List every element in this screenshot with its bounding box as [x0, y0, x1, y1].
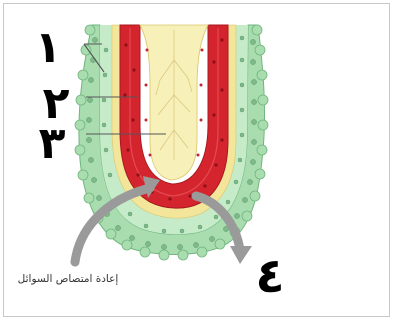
caption-reabsorption: إعادة امتصاص السوائل: [18, 273, 119, 285]
label-three: ٣: [39, 118, 66, 169]
arrow-right-head: [230, 246, 252, 264]
lacteal: [140, 25, 208, 180]
label-four: ٤: [255, 248, 284, 304]
label-one: ١: [35, 22, 62, 73]
